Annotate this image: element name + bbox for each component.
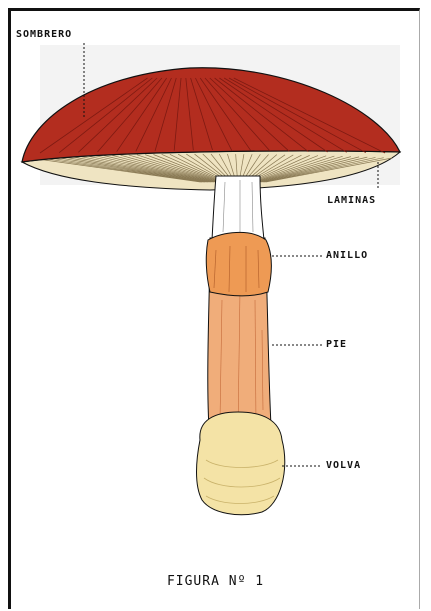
ring — [206, 232, 271, 295]
label-stem: PIE — [326, 339, 347, 350]
upper-stem — [212, 176, 264, 240]
label-cap: SOMBRERO — [16, 29, 72, 40]
label-ring: ANILLO — [326, 250, 368, 261]
label-gills: LAMINAS — [327, 195, 376, 206]
label-volva: VOLVA — [326, 460, 361, 471]
figure-caption: FIGURA Nº 1 — [0, 574, 431, 589]
